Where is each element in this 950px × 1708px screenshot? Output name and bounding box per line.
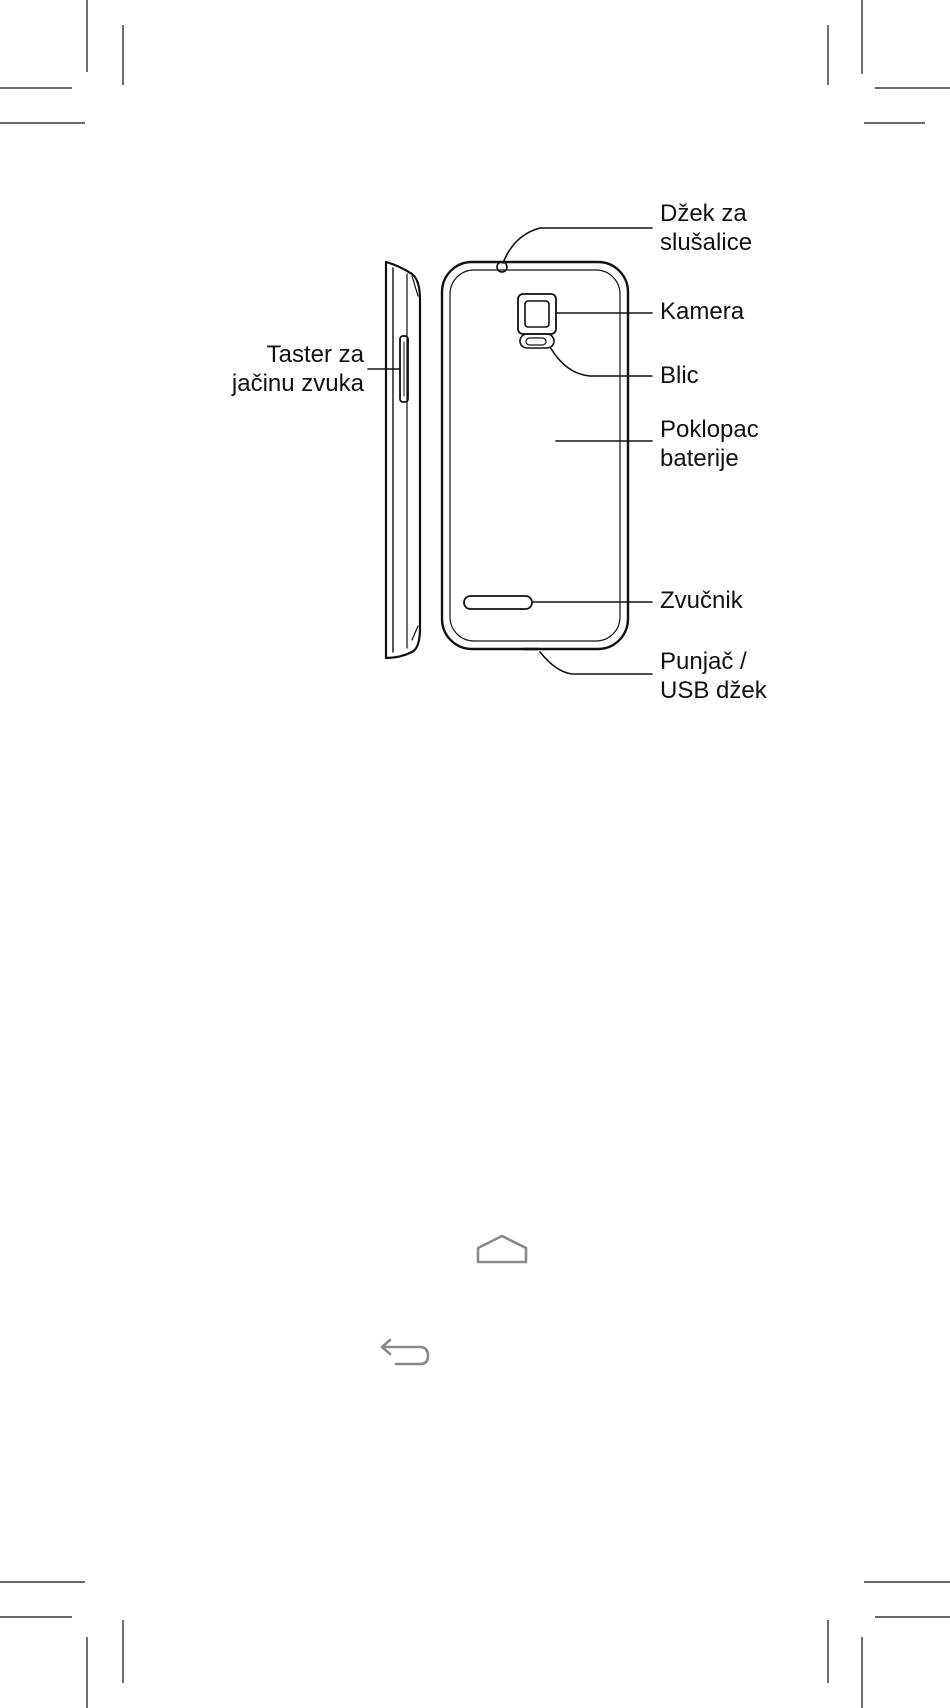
manual-page: Džek za slušalice Kamera Blic Poklopac b…: [0, 0, 950, 1708]
back-arrow-icon: [0, 0, 950, 1708]
